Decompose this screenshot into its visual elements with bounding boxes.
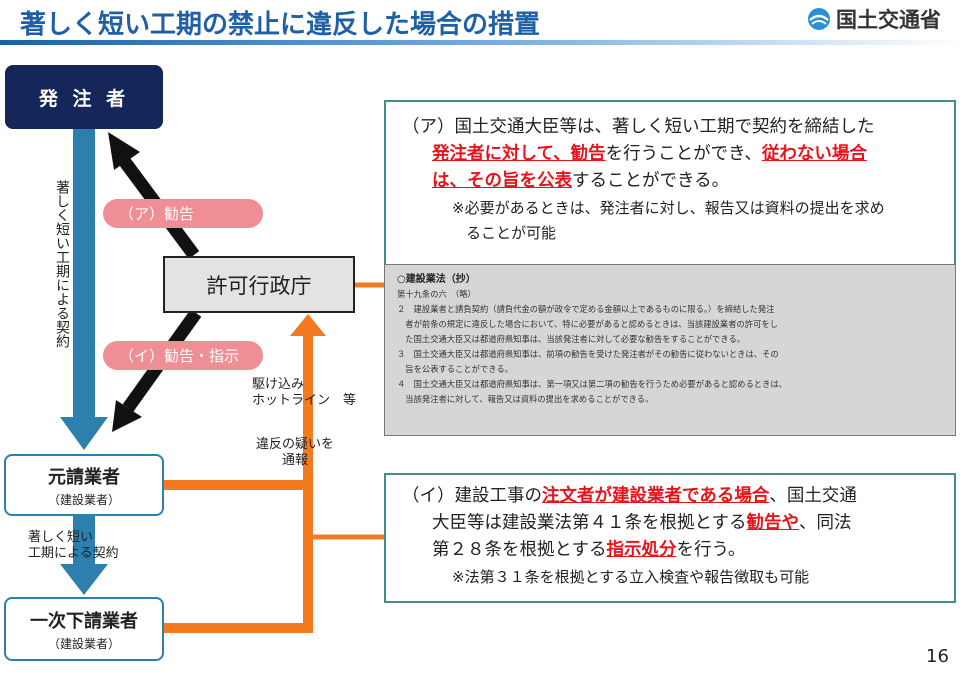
mlit-logo-icon: [808, 8, 830, 30]
recommendation-arrow-b: [112, 309, 202, 432]
title-underline: [0, 40, 963, 45]
authority-box: 許可行政庁: [163, 256, 355, 313]
hotline-line2: ホットライン 等: [252, 393, 357, 408]
orderer-box: 発 注 者: [5, 65, 163, 129]
law-line: 当該発注者に対して、報告又は資料の提出を求めることができる。: [397, 394, 654, 404]
panel-b-line1-pre: （イ）建設工事の: [402, 486, 542, 506]
panel-a-line1: （ア）国土交通大臣等は、著しく短い工期で契約を締結した: [402, 117, 875, 137]
panel-a-line2-mid: を行うことができ、: [605, 144, 762, 164]
panel-b-line3-tail: を行う。: [676, 540, 746, 560]
panel-a-note2: ることが可能: [466, 224, 557, 242]
report-line1: 違反の疑いを: [256, 437, 335, 452]
report-arrow: [164, 333, 313, 633]
highlight-orderer-recommend: 発注者に対して、勧告: [432, 144, 606, 164]
lower-contract-line2: 工期による契約: [28, 546, 119, 561]
law-excerpt: ○建設業法（抄） 第十九条の六 （略） ２ 建設業者と請負契約（請負代金の額が政…: [384, 264, 956, 436]
law-line: た国土交通大臣又は都道府県知事は、当該発注者に対して必要な勧告をすることができる…: [397, 334, 746, 344]
subcontractor-sub: （建設業者）: [47, 636, 120, 651]
panel-b-line2-tail: 、同法: [798, 513, 852, 533]
law-line: 第十九条の六 （略）: [397, 289, 476, 299]
hotline-label: 駆け込み ホットライン 等: [252, 377, 356, 409]
panel-a-note1: ※必要があるときは、発注者に対し、報告又は資料の提出を求め: [452, 199, 885, 217]
recommendation-pill-b: （イ）勧告・指示: [103, 341, 263, 370]
subcontractor-box: 一次下請業者 （建設業者）: [4, 597, 164, 661]
panel-b-text: （イ）建設工事の注文者が建設業者である場合、国土交通 大臣等は建設業法第４１条を…: [402, 483, 950, 590]
report-arrow-head: [290, 314, 326, 336]
lower-contract-line1: 著しく短い: [28, 530, 94, 545]
panel-b-line3: 第２８条を根拠とする指示処分を行う。: [402, 537, 950, 564]
panel-a-line2: 発注者に対して、勧告を行うことができ、従わない場合: [402, 141, 950, 168]
law-line: 旨を公表することができる。: [397, 364, 513, 374]
highlight-contractor-orderer: 注文者が建設業者である場合: [542, 486, 770, 506]
recommendation-arrow-a: [108, 132, 200, 259]
hotline-line1: 駆け込み: [252, 377, 305, 392]
contract-vertical-label: 著しく短い工期による契約: [54, 180, 70, 348]
highlight-instruction: 指示処分: [606, 540, 677, 560]
law-line: ２ 建設業者と請負契約（請負代金の額が政令で定める金額以上であるものに限る。）を…: [397, 304, 775, 314]
lower-contract-label: 著しく短い 工期による契約: [28, 530, 119, 562]
panel-a-line3: は、その旨を公表することができる。: [402, 168, 950, 195]
recommendation-pill-a: （ア）勧告: [103, 199, 263, 228]
highlight-noncompliance: 従わない場合: [761, 144, 867, 164]
law-line: ４ 国土交通大臣又は都道府県知事は、第一項又は第二項の勧告を行うため必要があると…: [397, 379, 787, 389]
contract-arrow-sub: [60, 516, 108, 595]
subcontractor-label: 一次下請業者: [30, 610, 138, 632]
contract-arrow-main: [60, 129, 108, 450]
law-line: 者が前条の規定に違反した場合において、特に必要があると認めるときは、当該建設業者…: [397, 319, 778, 329]
prime-contractor-box: 元請業者 （建設業者）: [4, 454, 164, 516]
panel-b-line3-pre: 第２８条を根拠とする: [432, 540, 607, 560]
panel-b-line1: （イ）建設工事の注文者が建設業者である場合、国土交通: [402, 483, 950, 510]
panel-b: （イ）建設工事の注文者が建設業者である場合、国土交通 大臣等は建設業法第４１条を…: [384, 473, 956, 603]
panel-a-line3-tail: することができる。: [572, 171, 730, 191]
authority-label: 許可行政庁: [206, 273, 312, 298]
orderer-label: 発 注 者: [38, 87, 130, 110]
highlight-publish: は、その旨を公表: [432, 171, 572, 191]
panel-b-line1-tail: 、国土交通: [769, 486, 857, 506]
panel-a-text: （ア）国土交通大臣等は、著しく短い工期で契約を締結した 発注者に対して、勧告を行…: [402, 114, 950, 244]
report-label: 違反の疑いを 通報: [256, 437, 334, 469]
logo-text: 国土交通省: [836, 8, 941, 32]
ministry-logo: 国土交通省: [806, 4, 941, 34]
law-title: ○建設業法（抄）: [397, 274, 476, 285]
panel-b-line2-pre: 大臣等は建設業法第４１条を根拠とする: [432, 513, 747, 533]
panel-b-note: ※法第３１条を根拠とする立入検査や報告徴取も可能: [452, 568, 810, 586]
highlight-recommend: 勧告や: [746, 513, 799, 533]
report-line2: 通報: [282, 453, 309, 468]
page-title: 著しく短い工期の禁止に違反した場合の措置: [20, 10, 541, 40]
prime-contractor-label: 元請業者: [48, 466, 120, 488]
panel-b-line2: 大臣等は建設業法第４１条を根拠とする勧告や、同法: [402, 510, 950, 537]
page-number: 16: [926, 646, 949, 667]
law-line: ３ 国土交通大臣又は都道府県知事は、前項の勧告を受けた発注者がその勧告に従わない…: [397, 349, 779, 359]
prime-contractor-sub: （建設業者）: [47, 492, 120, 507]
